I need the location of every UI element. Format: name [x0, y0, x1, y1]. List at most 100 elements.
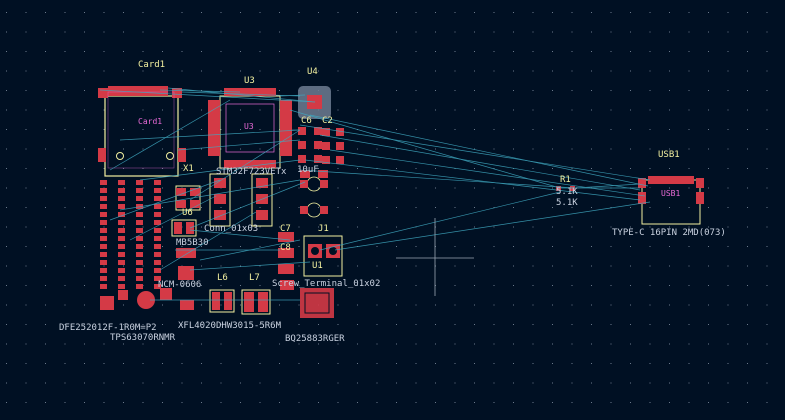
grid-dot	[376, 12, 378, 13]
grid-dot	[435, 90, 436, 91]
grid-dot	[181, 12, 183, 13]
grid-dot	[649, 343, 651, 345]
grid-dot	[552, 187, 553, 189]
footprint-u4-selected[interactable]	[298, 86, 331, 119]
grid-dot	[25, 90, 27, 91]
grid-dot	[571, 285, 573, 286]
grid-dot	[84, 402, 85, 403]
grid-dot	[688, 402, 690, 403]
grid-dot	[45, 51, 46, 52]
grid-dot	[552, 285, 553, 286]
grid-dot	[162, 324, 163, 325]
grid-dot	[415, 187, 417, 189]
pad	[118, 204, 125, 209]
grid-dot	[552, 226, 553, 228]
grid-dot	[84, 109, 85, 111]
grid-dot	[64, 207, 66, 208]
footprint-r1[interactable]	[556, 186, 575, 191]
footprint-c7-c8[interactable]	[278, 232, 294, 290]
footprint-power-bottom-left[interactable]	[100, 288, 194, 310]
grid-dot	[6, 402, 7, 403]
grid-dot	[25, 324, 27, 325]
grid-dot	[181, 51, 183, 52]
footprint-conn-headers[interactable]	[209, 173, 273, 227]
grid-dot	[474, 343, 475, 345]
grid-dot	[610, 31, 612, 33]
grid-dot	[610, 285, 612, 286]
footprint-card1[interactable]	[98, 86, 186, 177]
grid-dot	[279, 304, 280, 306]
grid-dot	[513, 304, 514, 306]
grid-dot	[747, 70, 748, 72]
grid-dot	[396, 265, 397, 267]
grid-dot	[84, 129, 85, 130]
grid-dot	[649, 70, 651, 72]
grid-dot	[571, 70, 573, 72]
ref-u6: U6	[182, 208, 193, 218]
footprint-j1[interactable]	[303, 235, 343, 277]
grid-dot	[571, 12, 573, 13]
grid-dot	[747, 207, 748, 208]
grid-dot	[162, 402, 163, 403]
grid-dot	[220, 129, 222, 130]
grid-dot	[84, 246, 85, 247]
grid-dot	[610, 226, 612, 228]
footprint-passives-c6-c2[interactable]	[298, 127, 344, 218]
grid-dot	[220, 324, 222, 325]
grid-dot	[6, 187, 7, 189]
grid-dot	[435, 31, 436, 33]
grid-dot	[64, 265, 66, 267]
pad	[136, 276, 143, 281]
pad	[118, 276, 125, 281]
grid-dot	[376, 343, 378, 345]
footprint-left-passive-array[interactable]	[100, 180, 161, 289]
grid-dot	[766, 129, 768, 130]
grid-dot	[318, 382, 319, 384]
grid-dot	[766, 226, 768, 228]
grid-dot	[630, 148, 631, 150]
grid-dot	[337, 12, 339, 13]
grid-dot	[357, 207, 358, 208]
pad	[154, 276, 161, 281]
footprint-usb1[interactable]	[638, 176, 704, 225]
grid-dot	[6, 265, 7, 267]
grid-dot	[630, 168, 631, 169]
grid-dot	[201, 363, 202, 364]
grid-dot	[493, 90, 495, 91]
grid-dot	[610, 324, 612, 325]
grid-dot	[201, 402, 202, 403]
grid-dot	[669, 70, 670, 72]
grid-dot	[201, 265, 202, 267]
footprint-u1[interactable]	[300, 288, 334, 318]
grid-dot	[240, 304, 241, 306]
footprint-l6-l7[interactable]	[209, 289, 271, 315]
fab-usb1: USB1	[661, 189, 681, 198]
grid-dot	[298, 285, 300, 286]
grid-dot	[610, 148, 612, 150]
grid-dot	[84, 226, 85, 228]
grid-dot	[45, 324, 46, 325]
footprint-u3[interactable]	[208, 88, 292, 169]
grid-dot	[513, 12, 514, 13]
grid-dot	[181, 129, 183, 130]
grid-dot	[571, 246, 573, 247]
grid-dot	[435, 363, 436, 364]
pad	[154, 252, 161, 257]
grid-dot	[415, 402, 417, 403]
footprint-x1-u6[interactable]	[171, 185, 201, 280]
grid-dot	[454, 304, 456, 306]
grid-dot	[298, 324, 300, 325]
grid-dot	[435, 285, 436, 286]
pad	[118, 284, 125, 289]
grid-dot	[103, 226, 105, 228]
grid-dot	[747, 382, 748, 384]
pad	[100, 260, 107, 265]
grid-dot	[591, 148, 592, 150]
grid-dot	[45, 12, 46, 13]
grid-dot	[25, 129, 27, 130]
grid-dot	[84, 363, 85, 364]
grid-dot	[64, 304, 66, 306]
grid-dot	[396, 343, 397, 345]
